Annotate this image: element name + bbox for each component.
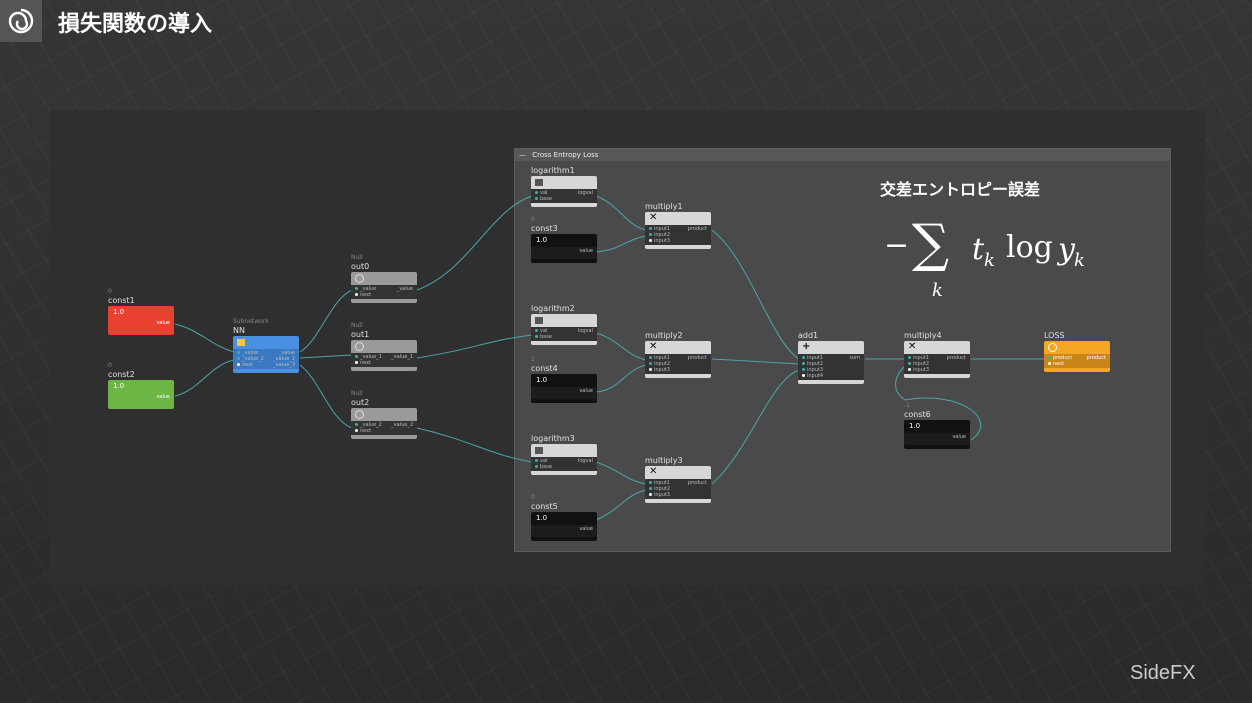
node-bar[interactable]: 1.0 <box>108 380 174 393</box>
formula-t: t <box>972 232 985 267</box>
formula-sigma: ∑ <box>912 214 950 274</box>
node-bar[interactable]: 1.0 <box>531 512 597 525</box>
network-box-title: Cross Entropy Loss <box>532 151 599 159</box>
null-icon <box>355 410 364 419</box>
node-bar[interactable]: ✕ <box>645 341 711 354</box>
wire <box>595 461 647 485</box>
formula-heading: 交差エントロピー誤差 <box>880 180 1041 199</box>
null-icon <box>355 274 364 283</box>
subnet-icon <box>237 339 245 346</box>
wire <box>299 364 353 429</box>
node-nn[interactable]: Subnetwork NN _value_value _value_2_valu… <box>233 318 299 373</box>
wire <box>711 229 800 360</box>
multiply-icon: ✕ <box>649 341 658 352</box>
cross-entropy-formula: − ∑ k t k log y k <box>880 206 1120 306</box>
logarithm-icon <box>535 447 543 454</box>
wire <box>416 195 533 291</box>
wire <box>895 365 982 441</box>
node-bar[interactable] <box>531 444 597 457</box>
network-box-header[interactable]: — Cross Entropy Loss <box>515 149 1170 161</box>
wire <box>595 332 647 361</box>
logarithm-icon <box>535 317 543 324</box>
node-const1[interactable]: 0 const1 1.0 value <box>108 288 174 335</box>
formula-sum-index: k <box>932 280 943 301</box>
node-const6[interactable]: -1 const6 1.0 value <box>904 402 970 449</box>
multiply-icon: ✕ <box>908 341 917 352</box>
wire <box>595 489 647 521</box>
wire <box>595 364 647 393</box>
formula-y-sub: k <box>1074 250 1085 271</box>
node-bar[interactable] <box>1044 341 1110 354</box>
formula-minus: − <box>884 228 910 263</box>
sidefx-brand: SideFX <box>1130 662 1196 684</box>
wire <box>299 289 353 353</box>
null-icon <box>355 342 364 351</box>
null-icon <box>1048 343 1057 352</box>
node-out2[interactable]: Null out2 _value_2_value_2 next <box>351 390 417 439</box>
houdini-logo-icon <box>0 0 42 42</box>
wire <box>711 369 800 485</box>
node-out1[interactable]: Null out1 _value_1_value_1 next <box>351 322 417 371</box>
node-bar[interactable] <box>233 336 299 349</box>
multiply-icon: ✕ <box>649 212 658 223</box>
wire <box>595 235 647 253</box>
node-bar[interactable]: 1.0 <box>904 420 970 433</box>
node-const5[interactable]: 0 const5 1.0 value <box>531 494 597 541</box>
wire <box>416 427 533 463</box>
node-bar[interactable] <box>351 272 417 285</box>
wire <box>416 334 533 359</box>
node-bar[interactable]: 1.0 <box>531 234 597 247</box>
node-bar[interactable]: ✕ <box>904 341 970 354</box>
formula-log: log <box>1006 230 1053 265</box>
node-bar[interactable]: 1.0 <box>108 306 174 319</box>
wire <box>595 195 647 231</box>
node-bar[interactable]: ✕ <box>645 212 711 225</box>
wire <box>299 354 353 359</box>
node-const3[interactable]: 0 const3 1.0 value <box>531 216 597 263</box>
node-bar[interactable] <box>531 176 597 189</box>
node-bar[interactable] <box>351 408 417 421</box>
node-bar[interactable]: ✕ <box>645 466 711 479</box>
node-bar[interactable]: 1.0 <box>531 374 597 387</box>
node-bar[interactable] <box>351 340 417 353</box>
sidefx-logo: SideFX <box>1130 662 1196 685</box>
node-bar[interactable] <box>531 314 597 327</box>
wire <box>174 359 235 397</box>
formula-y: y <box>1058 232 1075 267</box>
wire <box>174 323 235 353</box>
node-const4[interactable]: 1 const4 1.0 value <box>531 356 597 403</box>
node-const2[interactable]: 0 const2 1.0 value <box>108 362 174 409</box>
add-icon: + <box>802 341 811 352</box>
multiply-icon: ✕ <box>649 466 658 477</box>
logarithm-icon <box>535 179 543 186</box>
node-bar[interactable]: + <box>798 341 864 354</box>
title-bar: 損失関数の導入 <box>0 0 1252 42</box>
collapse-icon[interactable]: — <box>519 151 526 159</box>
wire <box>711 358 800 365</box>
formula-t-sub: k <box>984 250 995 271</box>
node-out0[interactable]: Null out0 _value_value next <box>351 254 417 303</box>
slide-title: 損失関数の導入 <box>58 12 213 37</box>
